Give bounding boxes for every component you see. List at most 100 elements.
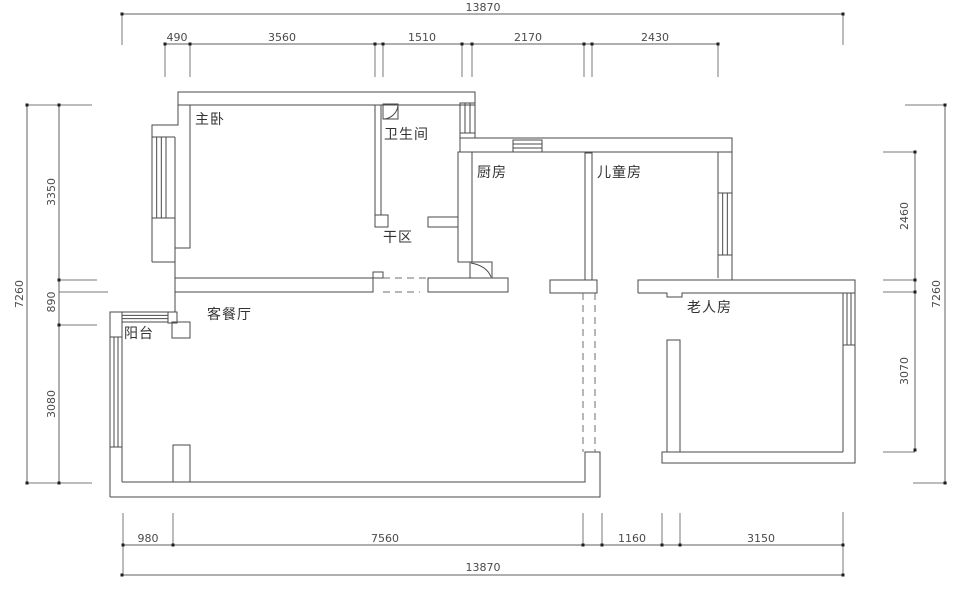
window-frame: [842, 292, 856, 346]
dimension-tick: [943, 103, 947, 107]
dimension-tick: [163, 42, 167, 46]
dimension-tick: [841, 12, 845, 16]
dimension-label: 7260: [13, 280, 26, 308]
dimension-tick: [600, 543, 604, 547]
dimension-tick: [460, 42, 464, 46]
room-label-kitchen: 厨房: [477, 165, 507, 181]
dimension-tick: [590, 42, 594, 46]
wall: [374, 104, 382, 216]
dimension-label: 3080: [45, 390, 58, 418]
wall: [109, 137, 176, 497]
dimension-tick: [121, 543, 125, 547]
wall: [427, 277, 509, 293]
door-swing-arc: [382, 103, 399, 120]
dimension-label: 3350: [45, 178, 58, 206]
window-frame: [512, 139, 543, 153]
dimension-label: 7260: [930, 280, 943, 308]
dimension-tick: [913, 278, 917, 282]
dimension-tick: [841, 573, 845, 577]
window-frame: [151, 136, 167, 219]
dimension-tick: [25, 481, 29, 485]
room-label-bathroom: 卫生间: [384, 127, 429, 143]
dimension-label: 7560: [371, 532, 399, 545]
wall: [372, 271, 384, 279]
dimension-tick: [913, 150, 917, 154]
dimension-tick: [171, 543, 175, 547]
room-label-living-dining: 客餐厅: [207, 306, 252, 323]
dimension-tick: [582, 42, 586, 46]
dimension-label: 1160: [618, 532, 646, 545]
dimension-label: 980: [138, 532, 159, 545]
dimension-tick: [913, 448, 917, 452]
master-bay-window: [151, 136, 167, 219]
dimension-label: 3560: [268, 31, 296, 44]
room-label-kids-room: 儿童房: [597, 164, 642, 181]
wall: [457, 151, 473, 263]
dimension-tick: [716, 42, 720, 46]
wall: [175, 105, 191, 249]
wall: [549, 279, 598, 294]
dimension-label: 490: [167, 31, 188, 44]
wall: [459, 137, 733, 153]
door-swing-arc: [470, 262, 492, 278]
dimension-label: 2170: [514, 31, 542, 44]
kitchen-door: [469, 261, 493, 279]
dimension-tick: [581, 543, 585, 547]
window-frame: [459, 102, 476, 134]
dimension-tick: [188, 42, 192, 46]
wall: [666, 339, 681, 453]
dimension-tick: [841, 543, 845, 547]
dimension-tick: [57, 323, 61, 327]
kids-room-window: [717, 192, 733, 256]
wall: [638, 292, 843, 298]
dimension-label: 3150: [747, 532, 775, 545]
room-label-master-bedroom: 主卧: [195, 112, 225, 128]
wall: [172, 444, 191, 483]
dimension-tick: [25, 103, 29, 107]
dimension-tick: [57, 103, 61, 107]
dimension-tick: [660, 543, 664, 547]
dimension-tick: [57, 278, 61, 282]
bathroom-door: [382, 103, 399, 120]
dimension-label: 13870: [466, 561, 501, 574]
wall: [151, 91, 733, 280]
window-frame: [121, 311, 169, 323]
elders-room-window: [842, 292, 856, 346]
room-label-dry-area: 干区: [383, 230, 413, 246]
window-frame: [109, 336, 123, 448]
wall: [171, 321, 191, 339]
wall: [174, 277, 374, 293]
dimension-tick: [943, 481, 947, 485]
door-leaf: [382, 103, 399, 120]
door-leaf: [469, 261, 493, 279]
wall: [177, 91, 476, 106]
balcony-top-window: [121, 311, 169, 323]
wall: [374, 214, 389, 228]
dimension-label: 890: [45, 292, 58, 313]
dimension-label: 2430: [641, 31, 669, 44]
dimension-label: 13870: [466, 1, 501, 14]
window-frame: [717, 192, 733, 256]
dimension-tick: [57, 481, 61, 485]
dimension-tick: [678, 543, 682, 547]
dimension-label: 3070: [898, 357, 911, 385]
room-label-balcony: 阳台: [124, 326, 154, 342]
dimension-tick: [373, 42, 377, 46]
dimension-tick: [120, 573, 124, 577]
room-label-elders-room: 老人房: [687, 300, 732, 316]
dimension-tick: [913, 290, 917, 294]
wall: [167, 311, 178, 324]
bathroom-window: [459, 102, 476, 134]
dimension-tick: [470, 42, 474, 46]
wall: [584, 152, 593, 281]
balcony-left-window: [109, 336, 123, 448]
kitchen-window: [512, 139, 543, 153]
wall: [110, 451, 601, 498]
dimension-label: 2460: [898, 202, 911, 230]
dimension-tick: [381, 42, 385, 46]
wall: [637, 279, 856, 464]
dimension-label: 1510: [408, 31, 436, 44]
dimension-tick: [120, 12, 124, 16]
